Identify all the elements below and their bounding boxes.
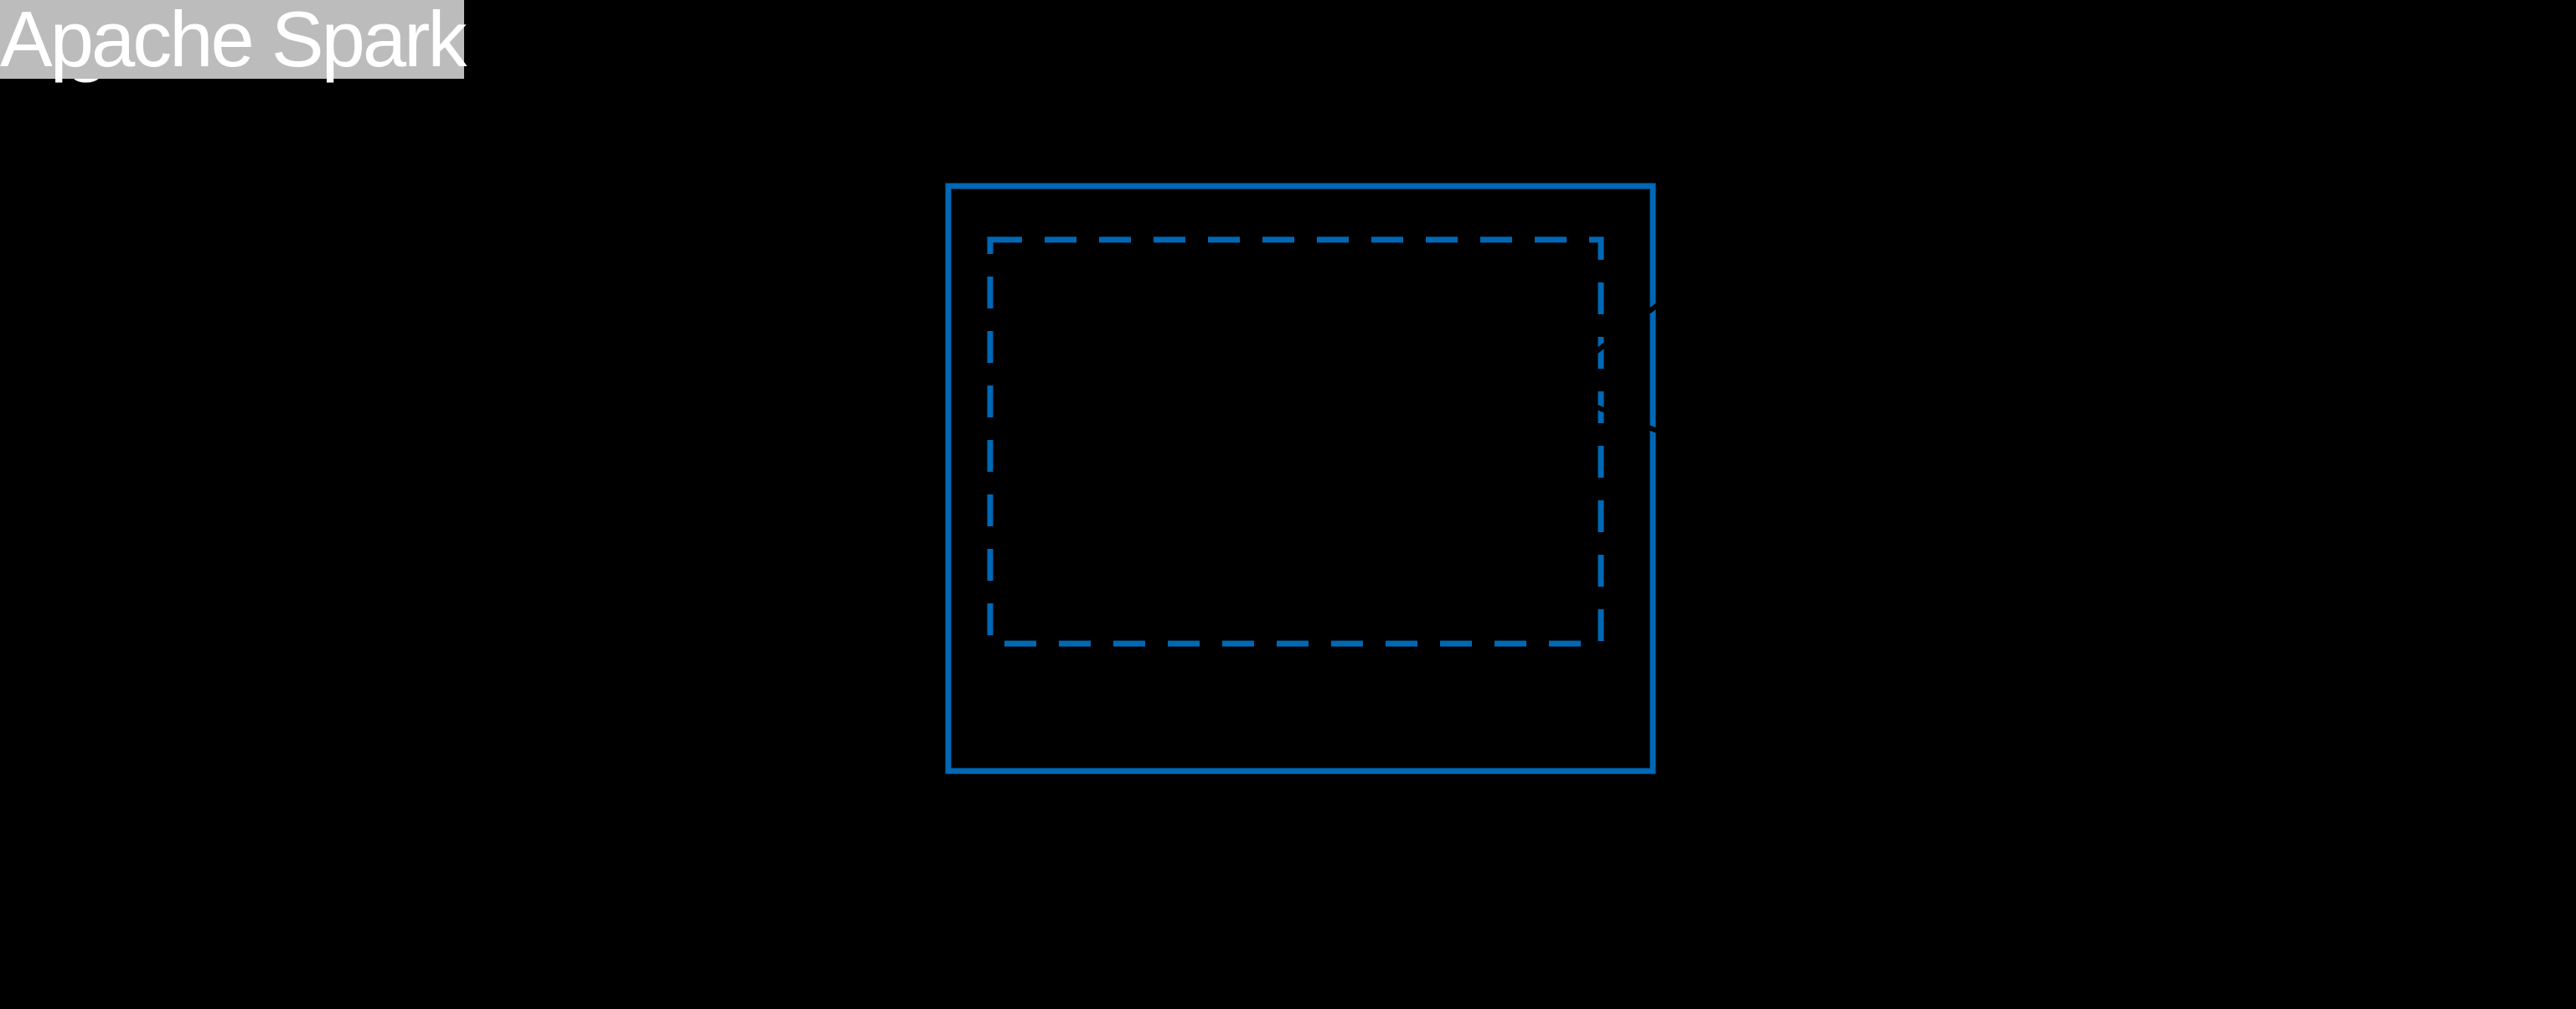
enclave-dashed-boundary (987, 236, 1604, 647)
vm-solid-boundary (945, 183, 1656, 774)
user-apps-connector-line (1556, 96, 2017, 386)
sgx-connector-dot (519, 509, 532, 522)
apache-spark-box: Apache Spark (0, 0, 467, 83)
app-connector-arrowhead (1551, 376, 1575, 400)
apache-spark-label: Apache Spark (0, 0, 467, 83)
apache-spark-connector-line (1556, 390, 2017, 581)
sgx-connector-arrowhead (918, 504, 942, 526)
